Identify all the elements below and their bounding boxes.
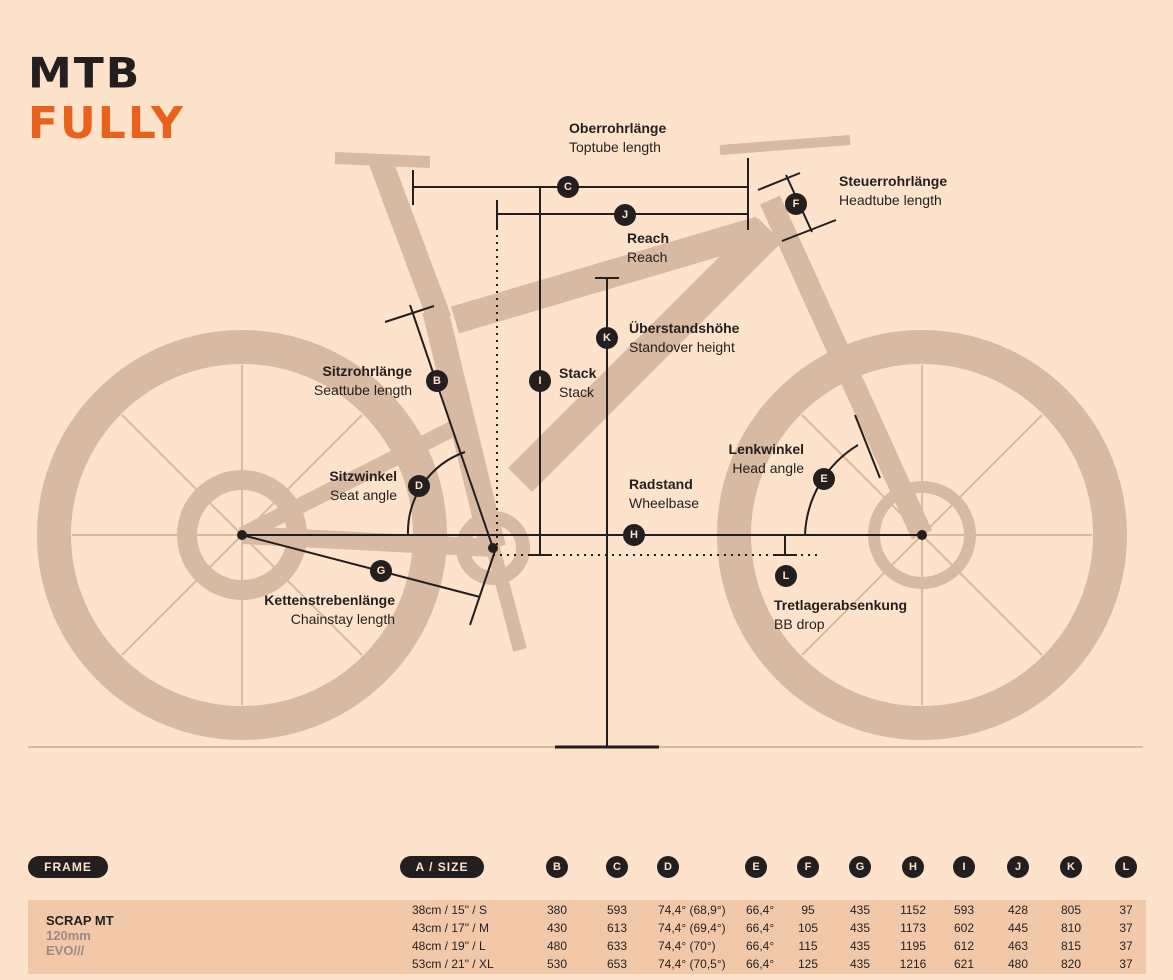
cell-h: 1173 <box>900 921 926 935</box>
column-header-l: L <box>1115 856 1137 878</box>
marker-l: L <box>775 565 797 587</box>
cell-l: 37 <box>1119 939 1133 953</box>
column-header-k: K <box>1060 856 1082 878</box>
cell-c: 613 <box>606 921 628 935</box>
marker-h: H <box>623 524 645 546</box>
cell-j: 463 <box>1007 939 1029 953</box>
cell-d: 74,4° (70,5°) <box>658 957 726 971</box>
geometry-points <box>237 530 927 553</box>
column-header-d: D <box>657 856 679 878</box>
cell-k: 810 <box>1060 921 1082 935</box>
cell-e: 66,4° <box>746 921 775 935</box>
cell-j: 445 <box>1007 921 1029 935</box>
cell-f: 105 <box>797 921 819 935</box>
cell-f: 125 <box>797 957 819 971</box>
cell-l: 37 <box>1119 903 1133 917</box>
table-band <box>28 900 1146 974</box>
cell-g: 435 <box>849 939 871 953</box>
cell-c: 653 <box>606 957 628 971</box>
marker-k: K <box>596 327 618 349</box>
frame-badge: FRAME <box>28 856 108 878</box>
cell-b: 430 <box>546 921 568 935</box>
cell-g: 435 <box>849 957 871 971</box>
cell-k: 815 <box>1060 939 1082 953</box>
cell-i: 602 <box>953 921 975 935</box>
cell-h: 1216 <box>899 957 927 971</box>
cell-e: 66,4° <box>746 939 775 953</box>
cell-j: 480 <box>1007 957 1029 971</box>
row-size: 48cm / 19" / L <box>412 939 486 953</box>
cell-b: 530 <box>546 957 568 971</box>
cell-g: 435 <box>849 903 871 917</box>
model-travel: 120mm <box>46 928 91 943</box>
column-header-b: B <box>546 856 568 878</box>
geometry-lines <box>241 158 922 749</box>
cell-h: 1195 <box>900 939 926 953</box>
column-header-g: G <box>849 856 871 878</box>
marker-d: D <box>408 475 430 497</box>
marker-j: J <box>614 204 636 226</box>
title-line-1: MTB <box>28 49 142 98</box>
cell-b: 380 <box>546 903 568 917</box>
row-size: 53cm / 21" / XL <box>412 957 494 971</box>
cell-i: 612 <box>953 939 975 953</box>
cell-l: 37 <box>1119 957 1133 971</box>
cell-c: 633 <box>606 939 628 953</box>
cell-k: 805 <box>1060 903 1082 917</box>
cell-b: 480 <box>546 939 568 953</box>
size-badge: A / SIZE <box>400 856 484 878</box>
cell-d: 74,4° (68,9°) <box>658 903 726 917</box>
marker-c: C <box>557 176 579 198</box>
cell-i: 621 <box>953 957 975 971</box>
title-line-2: FULLY <box>28 98 185 149</box>
column-header-j: J <box>1007 856 1029 878</box>
marker-g: G <box>370 560 392 582</box>
column-header-c: C <box>606 856 628 878</box>
cell-f: 95 <box>801 903 815 917</box>
model-block: SCRAP MT 120mm EVO/// <box>46 913 114 958</box>
cell-h: 1152 <box>900 903 926 917</box>
column-header-h: H <box>902 856 924 878</box>
column-header-e: E <box>745 856 767 878</box>
row-size: 38cm / 15" / S <box>412 903 487 917</box>
bike-silhouette <box>37 135 1127 740</box>
cell-k: 820 <box>1060 957 1082 971</box>
marker-f: F <box>785 193 807 215</box>
column-header-i: I <box>953 856 975 878</box>
column-header-f: F <box>797 856 819 878</box>
cell-g: 435 <box>849 921 871 935</box>
cell-d: 74,4° (69,4°) <box>658 921 726 935</box>
cell-f: 115 <box>798 939 818 953</box>
cell-e: 66,4° <box>746 903 775 917</box>
cell-j: 428 <box>1007 903 1029 917</box>
cell-l: 37 <box>1119 921 1133 935</box>
row-size: 43cm / 17" / M <box>412 921 489 935</box>
model-name: SCRAP MT <box>46 913 114 928</box>
marker-b: B <box>426 370 448 392</box>
cell-e: 66,4° <box>746 957 775 971</box>
cell-d: 74,4° (70°) <box>658 939 716 953</box>
marker-e: E <box>813 468 835 490</box>
cell-i: 593 <box>953 903 975 917</box>
cell-c: 593 <box>606 903 628 917</box>
marker-i: I <box>529 370 551 392</box>
model-tag: EVO/// <box>46 943 85 958</box>
